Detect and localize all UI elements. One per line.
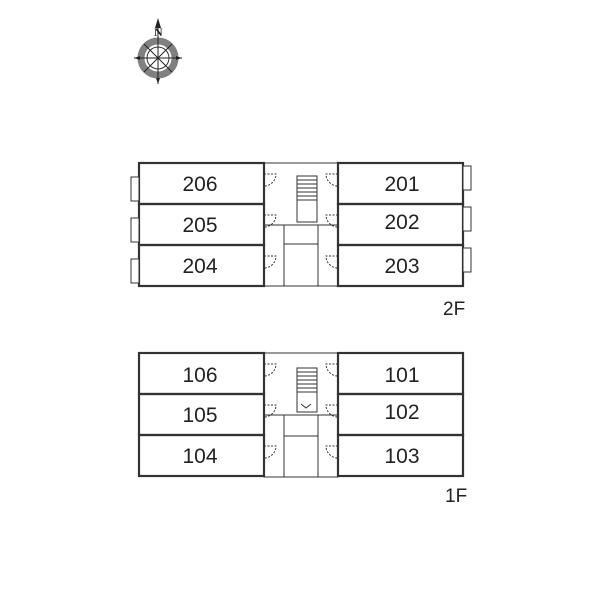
unit-204-label: 204 (182, 255, 217, 278)
floor-2f: 206 205 204 201 202 203 2F (130, 161, 472, 320)
unit-103-outline (336, 433, 465, 478)
unit-205-label: 205 (182, 214, 217, 237)
floor-1f: 106 105 104 101 102 103 1F (137, 351, 467, 507)
north-label: N (154, 25, 163, 39)
entrance (283, 243, 319, 287)
unit-203-label: 203 (384, 255, 419, 278)
door-swings (263, 363, 339, 459)
unit-202-label: 202 (384, 211, 419, 234)
unit-106-label: 106 (182, 364, 217, 387)
unit-206-label: 206 (182, 173, 217, 196)
unit-103-label: 103 (384, 445, 419, 468)
unit-101-label: 101 (384, 364, 419, 387)
unit-104-label: 104 (182, 445, 217, 468)
entrance (283, 435, 319, 478)
floor-label-2f: 2F (443, 299, 465, 320)
balcony (462, 247, 472, 273)
corridor-left-leg (263, 224, 285, 287)
floor-label-1f: 1F (445, 486, 467, 507)
door-swings (263, 173, 339, 269)
staircase (296, 175, 318, 223)
corridor-right-leg (317, 224, 339, 287)
unit-105-label: 105 (182, 404, 217, 427)
corridor-right-leg (317, 414, 339, 478)
unit-102-label: 102 (384, 401, 419, 424)
unit-104-outline (137, 433, 266, 478)
staircase (296, 367, 318, 413)
balcony (130, 258, 140, 284)
balcony (130, 176, 140, 202)
balcony (130, 217, 140, 243)
balcony (462, 206, 472, 232)
balcony (462, 165, 472, 191)
compass-rose-icon: N (134, 18, 182, 84)
corridor-left-leg (263, 414, 285, 478)
unit-201-label: 201 (384, 173, 419, 196)
